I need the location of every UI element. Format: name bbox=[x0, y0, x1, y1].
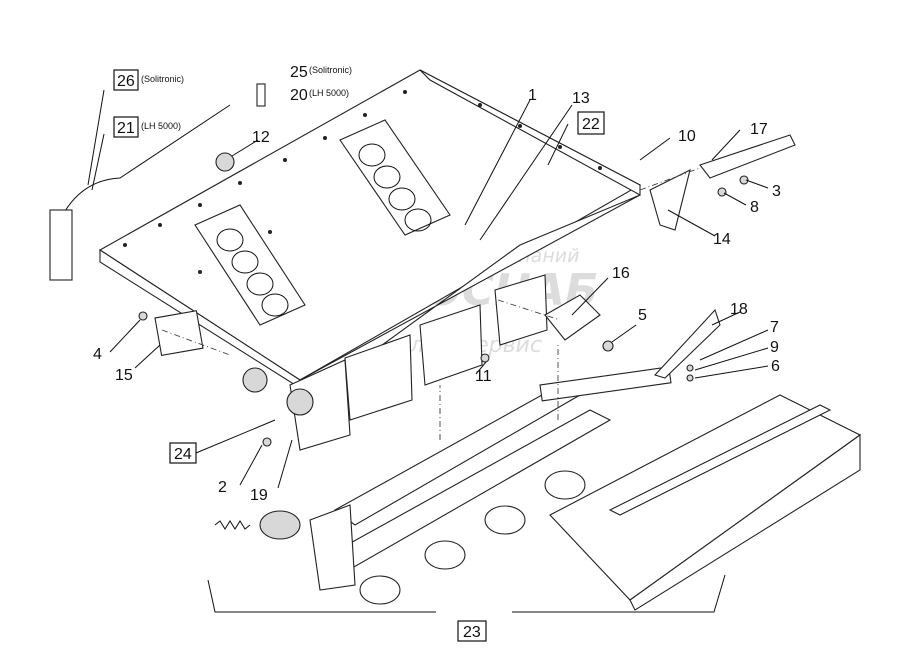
callout-25-note: (Solitronic) bbox=[309, 65, 352, 75]
boxed-callout-23: 23 bbox=[463, 624, 481, 641]
callout-6: 6 bbox=[771, 358, 780, 375]
callout-18: 18 bbox=[730, 301, 748, 318]
callout-20-note: (LH 5000) bbox=[309, 88, 349, 98]
callout-3: 3 bbox=[772, 183, 781, 200]
callout-20: 20 bbox=[290, 87, 308, 104]
callout-13: 13 bbox=[572, 90, 590, 107]
callouts: 1 2 3 4 5 6 7 8 9 10 11 12 13 14 15 16 1… bbox=[93, 64, 781, 504]
callout-25: 25 bbox=[290, 64, 308, 81]
boxed-callout-21: 21 bbox=[117, 120, 135, 137]
callout-9: 9 bbox=[770, 339, 779, 356]
boxed-callouts: 26 (Solitronic) 21 (LH 5000) 22 24 23 bbox=[113, 69, 605, 642]
callout-4: 4 bbox=[93, 346, 102, 363]
callout-1: 1 bbox=[528, 87, 537, 104]
boxed-callout-26-note: (Solitronic) bbox=[141, 74, 184, 84]
callout-14: 14 bbox=[713, 231, 731, 248]
callout-12: 12 bbox=[252, 129, 270, 146]
callout-7: 7 bbox=[770, 319, 779, 336]
boxed-callout-26: 26 bbox=[117, 73, 135, 90]
boxed-callout-24: 24 bbox=[174, 446, 192, 463]
callout-17: 17 bbox=[750, 121, 768, 138]
boxed-callout-22: 22 bbox=[582, 116, 600, 133]
shaft-assembly bbox=[259, 366, 672, 605]
callout-2: 2 bbox=[218, 479, 227, 496]
tray bbox=[549, 394, 862, 611]
callout-19: 19 bbox=[250, 487, 268, 504]
assembly-lines bbox=[161, 167, 701, 440]
callout-5: 5 bbox=[638, 307, 647, 324]
callout-10: 10 bbox=[678, 128, 696, 145]
boxed-callout-21-note: (LH 5000) bbox=[141, 121, 181, 131]
small-parts bbox=[49, 83, 796, 530]
dosing-units bbox=[242, 274, 548, 451]
leader-lines bbox=[87, 89, 769, 613]
callout-15: 15 bbox=[115, 367, 133, 384]
callout-8: 8 bbox=[750, 199, 759, 216]
callout-11: 11 bbox=[475, 368, 492, 385]
callout-16: 16 bbox=[612, 265, 630, 282]
